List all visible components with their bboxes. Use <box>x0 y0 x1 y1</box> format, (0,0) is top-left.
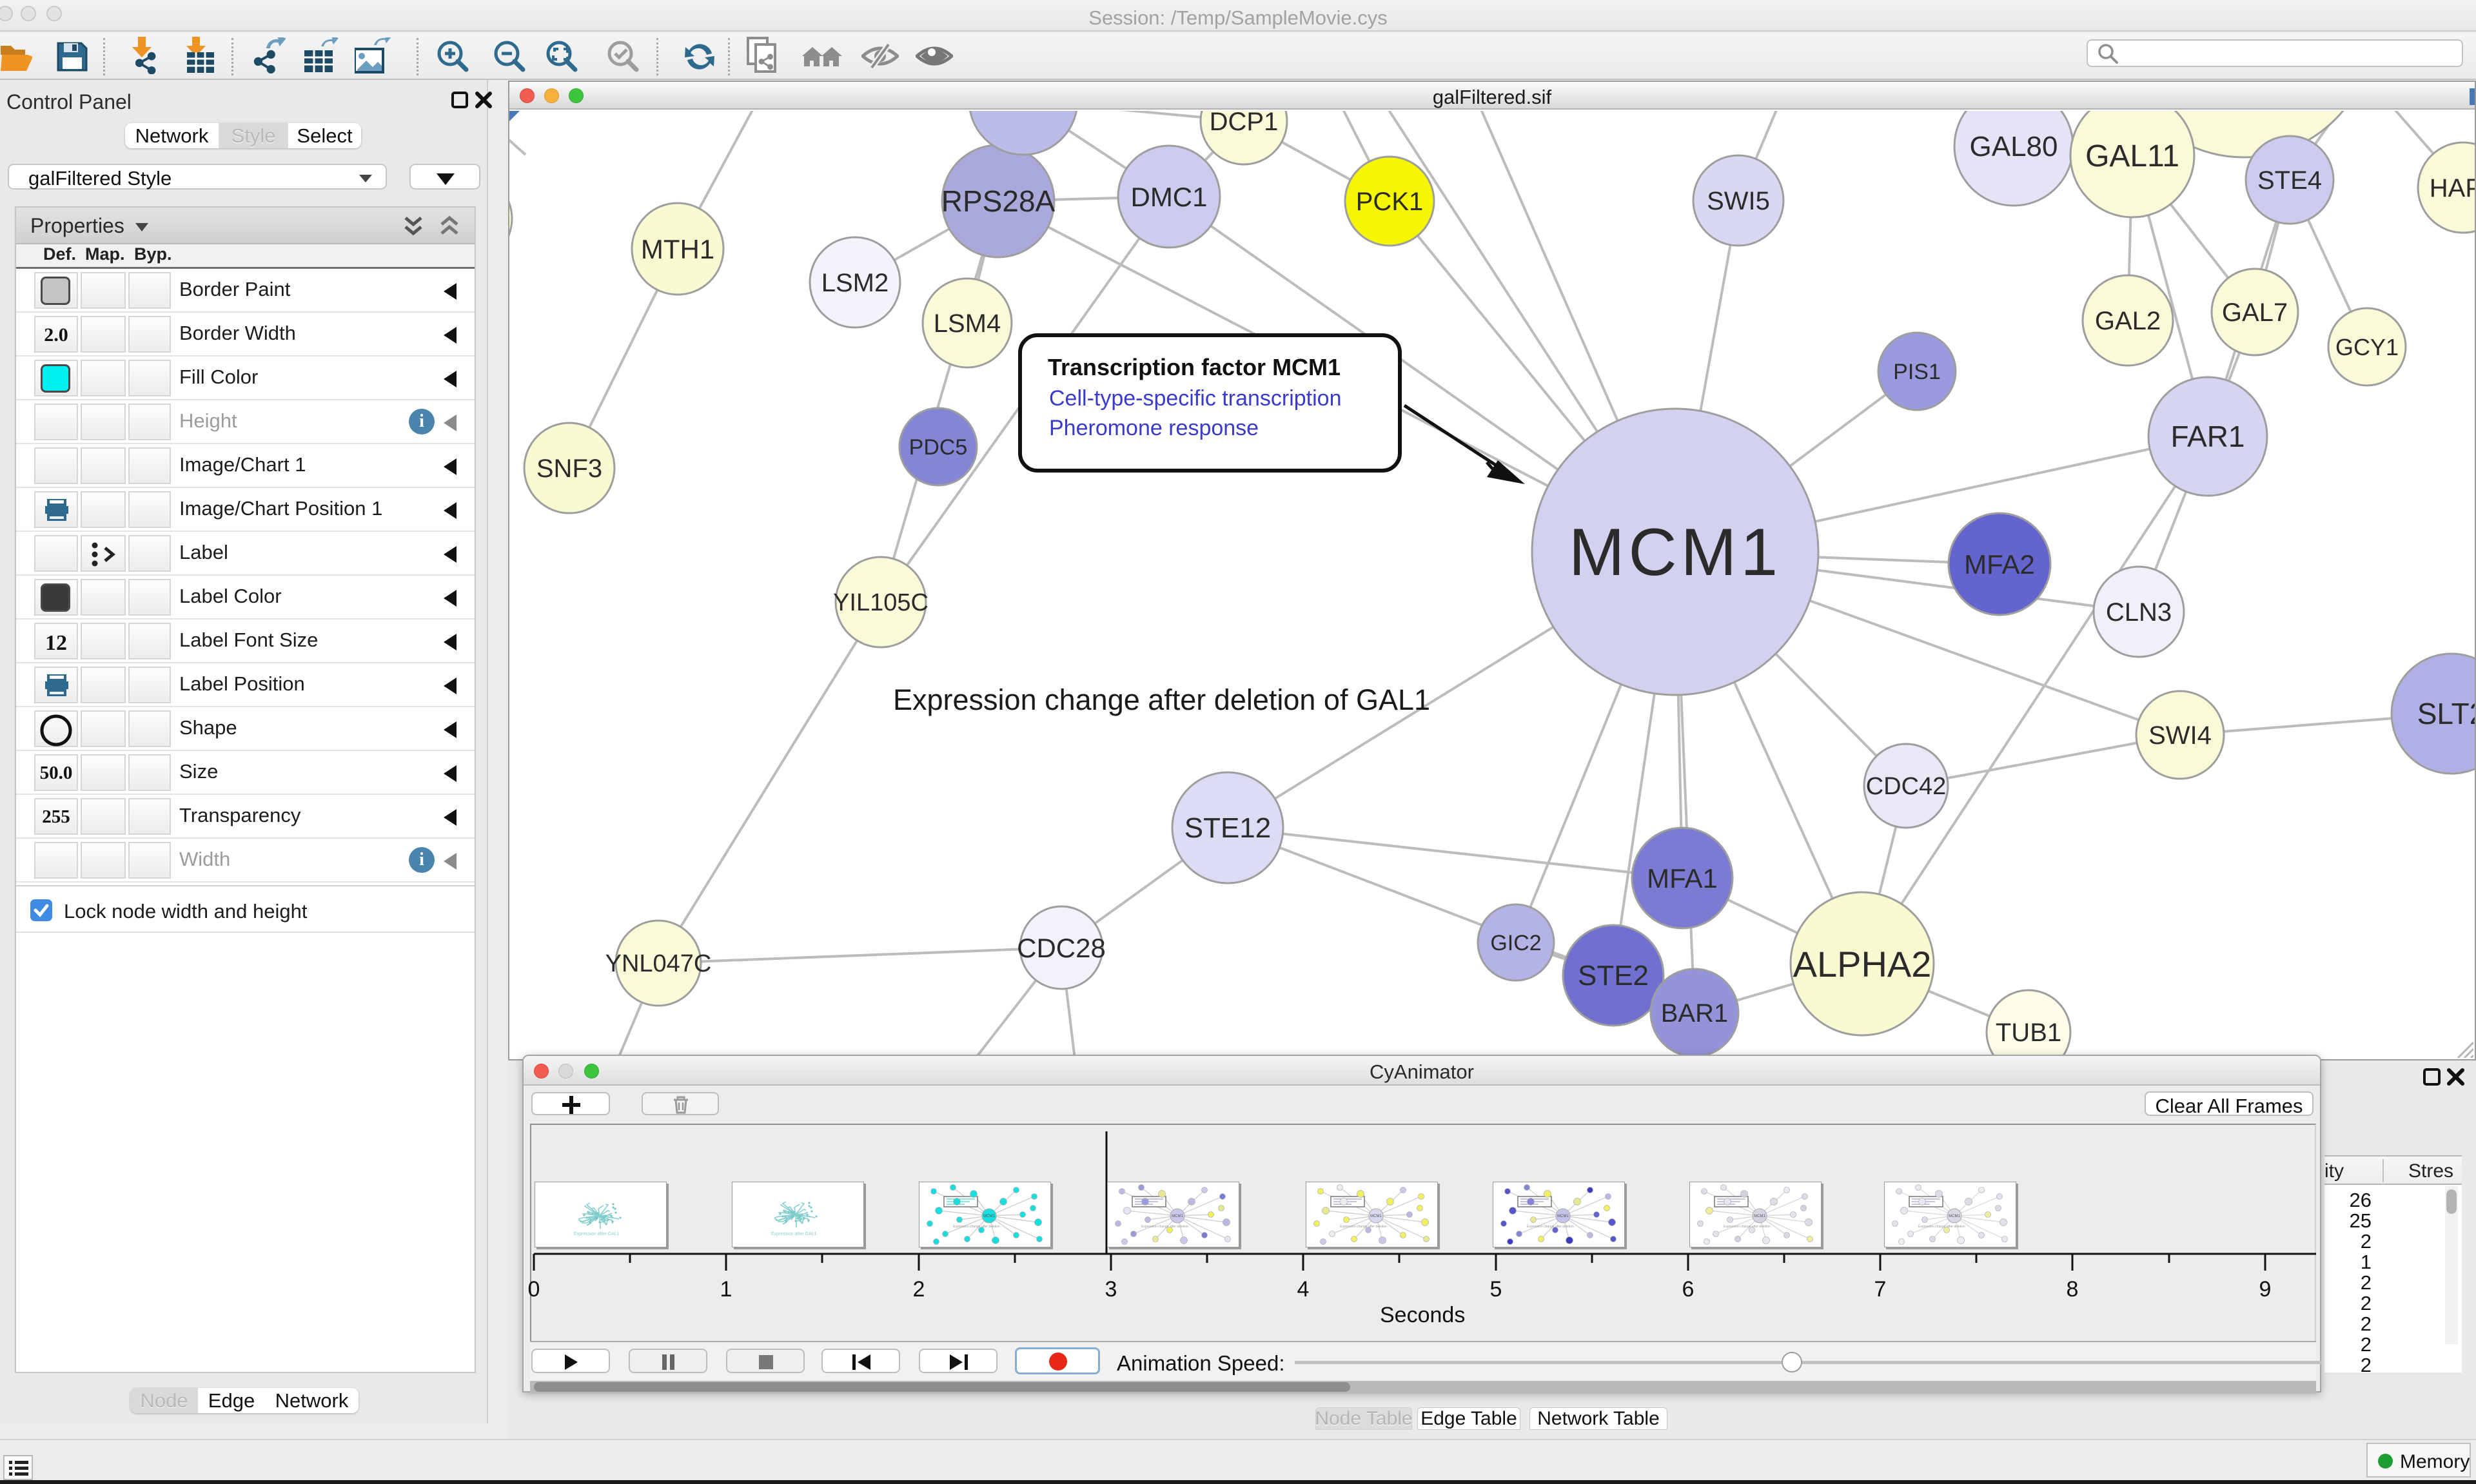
svg-text:MFA2: MFA2 <box>1964 549 2035 580</box>
svg-text:Expression change after deleti: Expression change after deletion <box>1141 1225 1188 1229</box>
svg-text:MTH1: MTH1 <box>641 234 714 264</box>
svg-text:CLN3: CLN3 <box>2106 598 2172 627</box>
svg-text:LSM4: LSM4 <box>934 309 1001 338</box>
svg-text:PCK1: PCK1 <box>1356 188 1424 216</box>
svg-text:GAL80: GAL80 <box>1970 131 2058 162</box>
svg-text:SNF3: SNF3 <box>536 454 602 483</box>
svg-text:TUB1: TUB1 <box>1996 1019 2061 1047</box>
svg-text:BAR1: BAR1 <box>1661 999 1729 1028</box>
svg-text:PDC5: PDC5 <box>909 435 968 460</box>
svg-text:STE2: STE2 <box>1578 960 1649 991</box>
svg-text:GAL11: GAL11 <box>2085 139 2179 173</box>
svg-text:MFA1: MFA1 <box>1647 863 1718 893</box>
svg-text:ALPHA2: ALPHA2 <box>1793 944 1932 984</box>
svg-text:SLT2: SLT2 <box>2417 697 2475 730</box>
svg-text:MCM1: MCM1 <box>983 1215 995 1218</box>
svg-text:GAL2: GAL2 <box>2095 307 2161 335</box>
svg-text:Expression change after deleti: Expression change after deletion <box>1724 1225 1771 1229</box>
svg-text:Expression after GAL1: Expression after GAL1 <box>574 1232 620 1236</box>
svg-text:Expression change after deleti: Expression change after deletion <box>1340 1225 1387 1229</box>
svg-text:YIL105C: YIL105C <box>833 589 928 616</box>
svg-text:YNL047C: YNL047C <box>605 950 712 977</box>
svg-text:MCM1: MCM1 <box>1172 1215 1183 1218</box>
svg-text:DMC1: DMC1 <box>1130 182 1207 212</box>
svg-text:GCY1: GCY1 <box>2335 334 2399 360</box>
svg-text:CDC42: CDC42 <box>1866 773 1947 800</box>
svg-text:PIS1: PIS1 <box>1893 360 1941 384</box>
svg-text:MCM1: MCM1 <box>1949 1215 1960 1218</box>
svg-text:STE4: STE4 <box>2257 166 2322 195</box>
svg-text:MCM1: MCM1 <box>1370 1215 1382 1218</box>
svg-text:MCM1: MCM1 <box>1557 1215 1569 1218</box>
svg-text:LSM2: LSM2 <box>821 269 889 297</box>
svg-text:FAR1: FAR1 <box>2170 420 2245 453</box>
svg-text:SWI4: SWI4 <box>2148 721 2212 750</box>
svg-text:MCM1: MCM1 <box>1569 515 1782 590</box>
svg-text:RPS26B: RPS26B <box>969 111 1078 117</box>
svg-text:Expression change after deleti: Expression change after deletion <box>953 1225 1000 1229</box>
svg-text:CDC28: CDC28 <box>1017 933 1106 963</box>
svg-text:MCM1: MCM1 <box>1754 1215 1765 1218</box>
svg-text:SWI5: SWI5 <box>1707 187 1770 215</box>
svg-text:DCP1: DCP1 <box>1210 111 1279 136</box>
svg-text:GIC2: GIC2 <box>1490 931 1541 955</box>
svg-text:Expression after GAL1: Expression after GAL1 <box>771 1232 817 1236</box>
svg-text:RPS28A: RPS28A <box>941 184 1056 218</box>
svg-text:Expression change after deleti: Expression change after deletion <box>1918 1225 1965 1229</box>
svg-text:Expression change after deleti: Expression change after deletion <box>1527 1225 1574 1229</box>
svg-text:HAP2: HAP2 <box>2430 174 2475 202</box>
svg-text:GAL7: GAL7 <box>2222 298 2288 327</box>
svg-text:STE12: STE12 <box>1184 812 1272 844</box>
